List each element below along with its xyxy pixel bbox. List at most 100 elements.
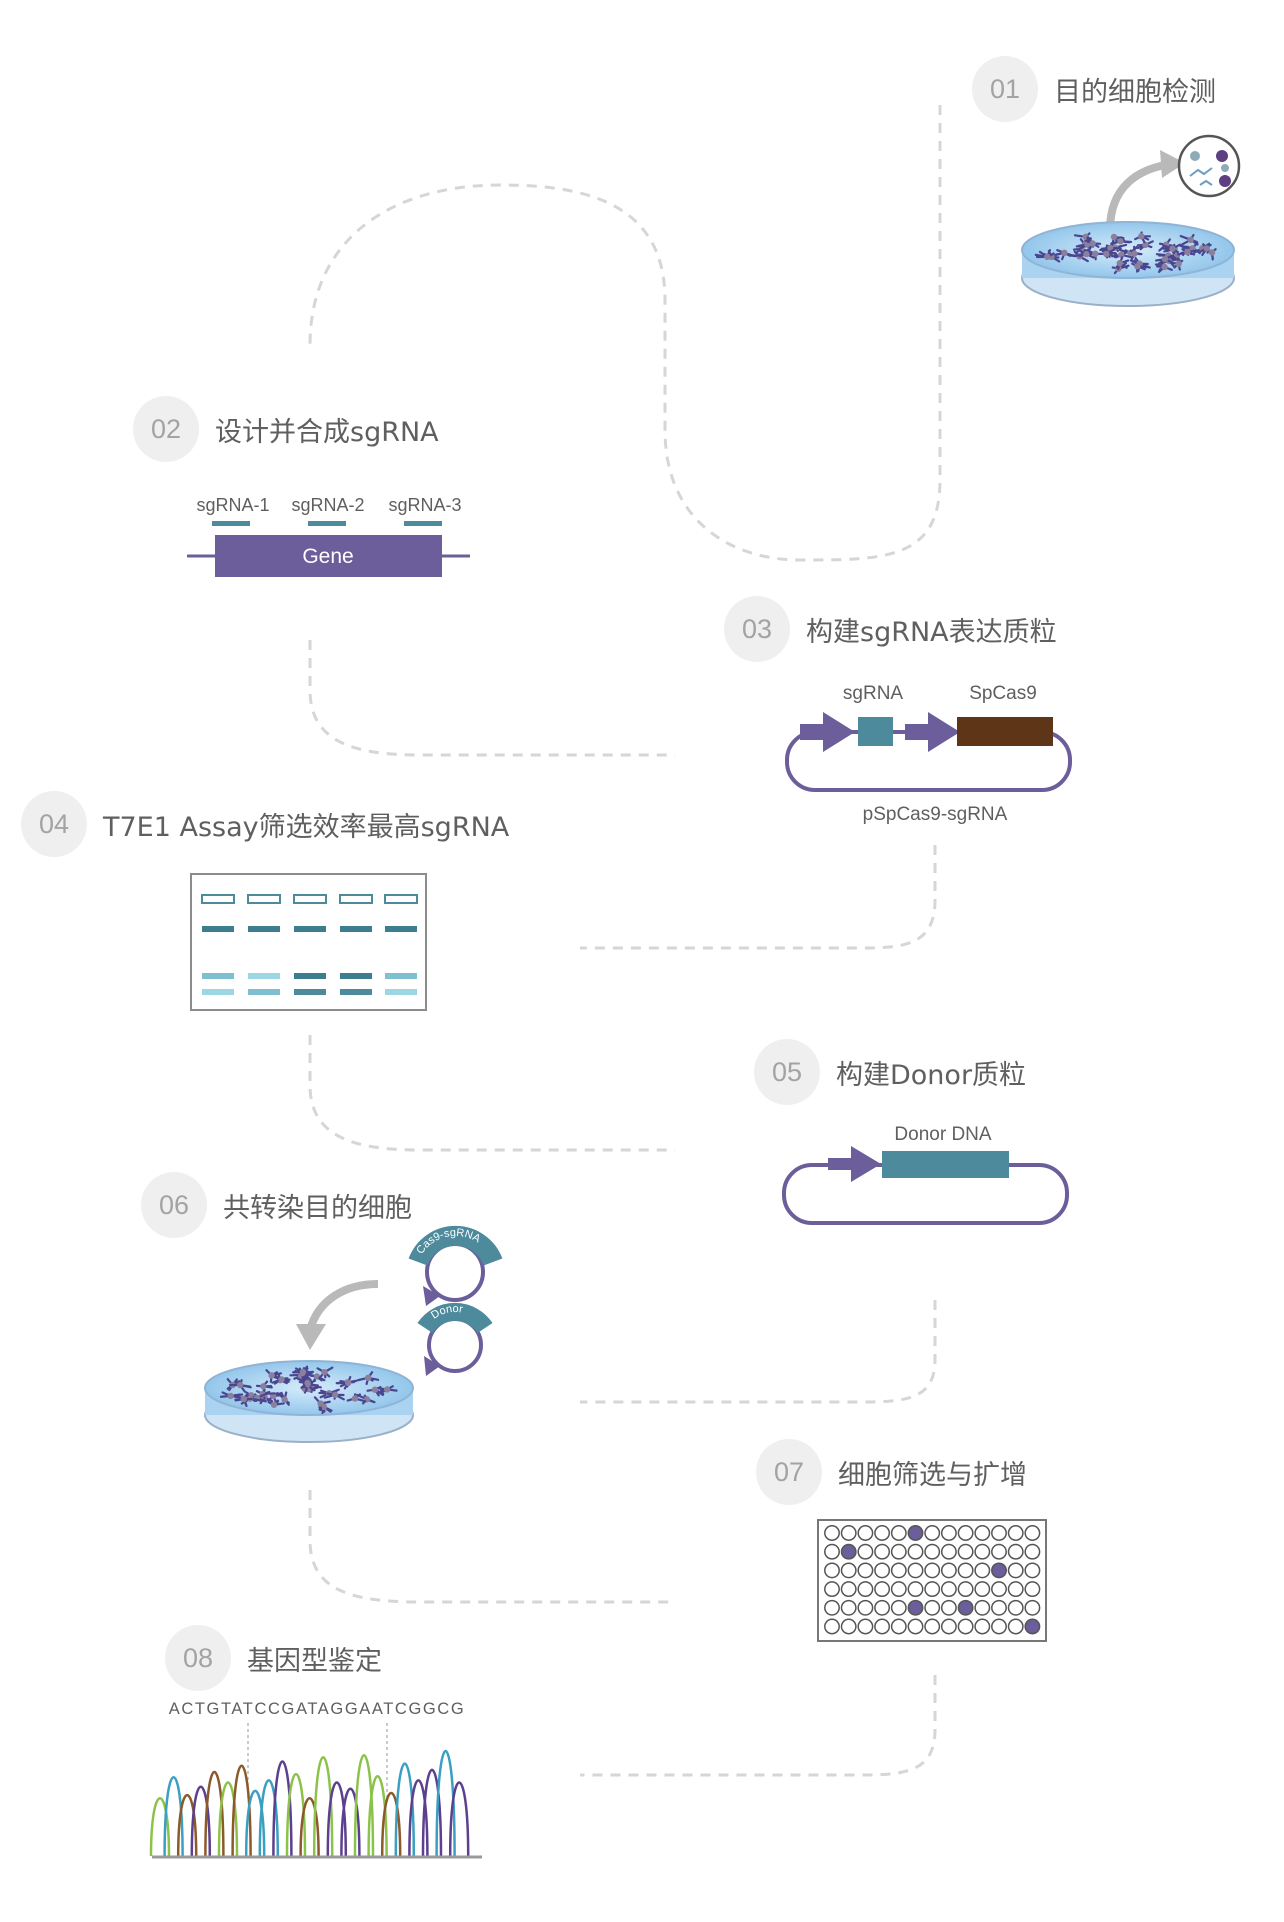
- step-06: 06 共转染目的细胞: [141, 1172, 412, 1238]
- gene-label: Gene: [302, 545, 353, 568]
- well: [842, 1601, 856, 1615]
- gel-well: [248, 895, 280, 903]
- step-07-number: 07: [756, 1439, 822, 1505]
- gel-band: [385, 926, 417, 932]
- sgrna-element: [858, 717, 893, 746]
- well: [842, 1563, 856, 1577]
- step-07: 07 细胞筛选与扩增: [756, 1439, 1027, 1505]
- sgrna-3-bar: [404, 521, 442, 526]
- positive-well: [842, 1545, 856, 1559]
- gene-diagram: sgRNA-1 sgRNA-2 sgRNA-3 Gene: [187, 495, 470, 577]
- gel-well: [340, 895, 372, 903]
- step-02-title: 设计并合成sgRNA: [215, 410, 439, 449]
- well: [908, 1619, 922, 1633]
- gel-band: [248, 989, 280, 995]
- well: [908, 1545, 922, 1559]
- step-04-title: T7E1 Assay筛选效率最高sgRNA: [103, 805, 509, 844]
- well: [992, 1619, 1006, 1633]
- well: [892, 1545, 906, 1559]
- well: [875, 1563, 889, 1577]
- well: [1025, 1526, 1039, 1540]
- well: [1009, 1545, 1023, 1559]
- step-03-title: 构建sgRNA表达质粒: [806, 610, 1057, 649]
- gel-band: [340, 989, 372, 995]
- well: [842, 1582, 856, 1596]
- donor-dna-label: Donor DNA: [894, 1124, 991, 1145]
- donor-dna-element: [882, 1151, 1009, 1178]
- gel-well: [202, 895, 234, 903]
- well: [842, 1526, 856, 1540]
- step-04-number: 04: [21, 791, 87, 857]
- gel-well: [294, 895, 326, 903]
- positive-well: [992, 1563, 1006, 1577]
- well: [1009, 1563, 1023, 1577]
- donor-plasmid: Donor DNA: [784, 1124, 1067, 1223]
- well: [958, 1619, 972, 1633]
- well: [925, 1582, 939, 1596]
- well: [958, 1582, 972, 1596]
- well: [958, 1545, 972, 1559]
- well: [892, 1619, 906, 1633]
- well: [1009, 1619, 1023, 1633]
- well: [1009, 1526, 1023, 1540]
- step-07-title: 细胞筛选与扩增: [838, 1453, 1027, 1492]
- donor-promoter-arrow: [828, 1146, 881, 1182]
- well: [825, 1526, 839, 1540]
- step-05-title: 构建Donor质粒: [836, 1053, 1026, 1092]
- step-04: 04 T7E1 Assay筛选效率最高sgRNA: [21, 791, 509, 857]
- well: [875, 1619, 889, 1633]
- step-02: 02 设计并合成sgRNA: [133, 396, 439, 462]
- positive-well: [908, 1526, 922, 1540]
- sgrna-1-bar: [212, 521, 250, 526]
- well: [925, 1545, 939, 1559]
- positive-well: [908, 1601, 922, 1615]
- well: [975, 1601, 989, 1615]
- well: [858, 1601, 872, 1615]
- well: [992, 1545, 1006, 1559]
- well: [942, 1619, 956, 1633]
- well: [1025, 1563, 1039, 1577]
- step-01-title: 目的细胞检测: [1054, 70, 1216, 109]
- well: [925, 1619, 939, 1633]
- well: [1009, 1582, 1023, 1596]
- well: [858, 1563, 872, 1577]
- positive-well: [958, 1601, 972, 1615]
- step-01: 01 目的细胞检测: [972, 56, 1216, 122]
- well: [925, 1526, 939, 1540]
- gel-band: [248, 973, 280, 979]
- well: [892, 1601, 906, 1615]
- sgrna-2-bar: [308, 521, 346, 526]
- well: [875, 1545, 889, 1559]
- step-05: 05 构建Donor质粒: [754, 1039, 1026, 1105]
- well: [908, 1563, 922, 1577]
- well: [992, 1582, 1006, 1596]
- gel-band: [294, 926, 326, 932]
- transfection-illustration: Cas9-sgRNA Donor: [205, 1227, 493, 1442]
- step-02-number: 02: [133, 396, 199, 462]
- spcas9-element: [957, 717, 1053, 746]
- well: [825, 1563, 839, 1577]
- well: [858, 1545, 872, 1559]
- gel-band: [248, 926, 280, 932]
- well: [842, 1619, 856, 1633]
- sgrna-1-label: sgRNA-1: [196, 495, 269, 515]
- well: [858, 1582, 872, 1596]
- well: [825, 1545, 839, 1559]
- well: [825, 1601, 839, 1615]
- dna-sequence: ACTGTATCCGATAGGAATCGGCG: [169, 1700, 466, 1718]
- plasmid-name: pSpCas9-sgRNA: [863, 804, 1008, 825]
- sgrna-plasmid: sgRNA SpCas9 pSpCas9-sgRNA: [787, 683, 1070, 825]
- step-06-title: 共转染目的细胞: [223, 1186, 412, 1225]
- gel-band: [202, 989, 234, 995]
- gel-band: [294, 973, 326, 979]
- well: [1025, 1582, 1039, 1596]
- sequencing-chromatogram: ACTGTATCCGATAGGAATCGGCG: [151, 1700, 482, 1857]
- step-05-number: 05: [754, 1039, 820, 1105]
- well: [942, 1563, 956, 1577]
- step-06-number: 06: [141, 1172, 207, 1238]
- well: [942, 1545, 956, 1559]
- well-plate: [818, 1520, 1046, 1641]
- well: [925, 1563, 939, 1577]
- well: [1025, 1601, 1039, 1615]
